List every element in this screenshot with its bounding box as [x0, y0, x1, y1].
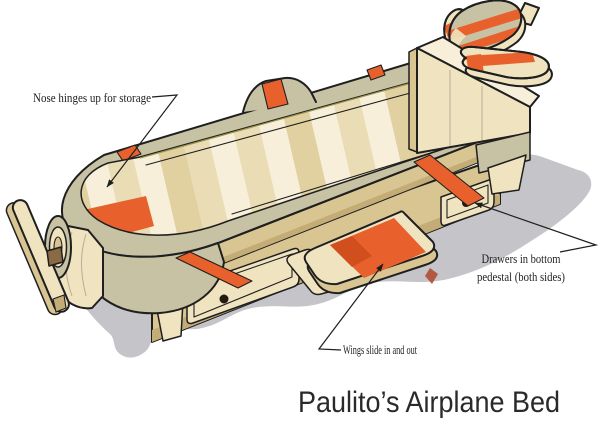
leader-drawers — [474, 202, 599, 253]
page-title: Paulito’s Airplane Bed — [298, 386, 560, 419]
label-drawers-line2: pedestal (both sides) — [477, 269, 565, 284]
leader-wings — [317, 263, 384, 351]
wing — [286, 210, 439, 296]
leader-nose — [106, 94, 179, 188]
nose-hinge-stripe — [81, 196, 154, 236]
label-wings: Wings slide in and out — [343, 342, 417, 357]
strap-tail-side — [413, 154, 485, 207]
strap-far-nose — [116, 144, 142, 162]
drawer-knob — [219, 294, 229, 304]
propeller — [5, 199, 70, 316]
pedestal-end-face — [487, 154, 527, 195]
red-paint-mark — [425, 268, 438, 284]
tail-assembly — [408, 0, 553, 195]
nose — [5, 199, 253, 316]
strap-far-tail — [366, 64, 386, 81]
propeller-hub — [46, 246, 64, 267]
fin-stripe — [449, 9, 522, 41]
strap-nose-side — [175, 251, 253, 289]
label-drawers-line1: Drawers in bottom — [482, 251, 561, 266]
stabilizer-stripe — [466, 52, 535, 67]
annotations: Nose hinges up for storage Drawers in bo… — [33, 90, 599, 357]
right-stabilizer — [459, 45, 553, 88]
label-nose: Nose hinges up for storage — [33, 90, 151, 105]
strap-far-hump — [261, 78, 289, 110]
